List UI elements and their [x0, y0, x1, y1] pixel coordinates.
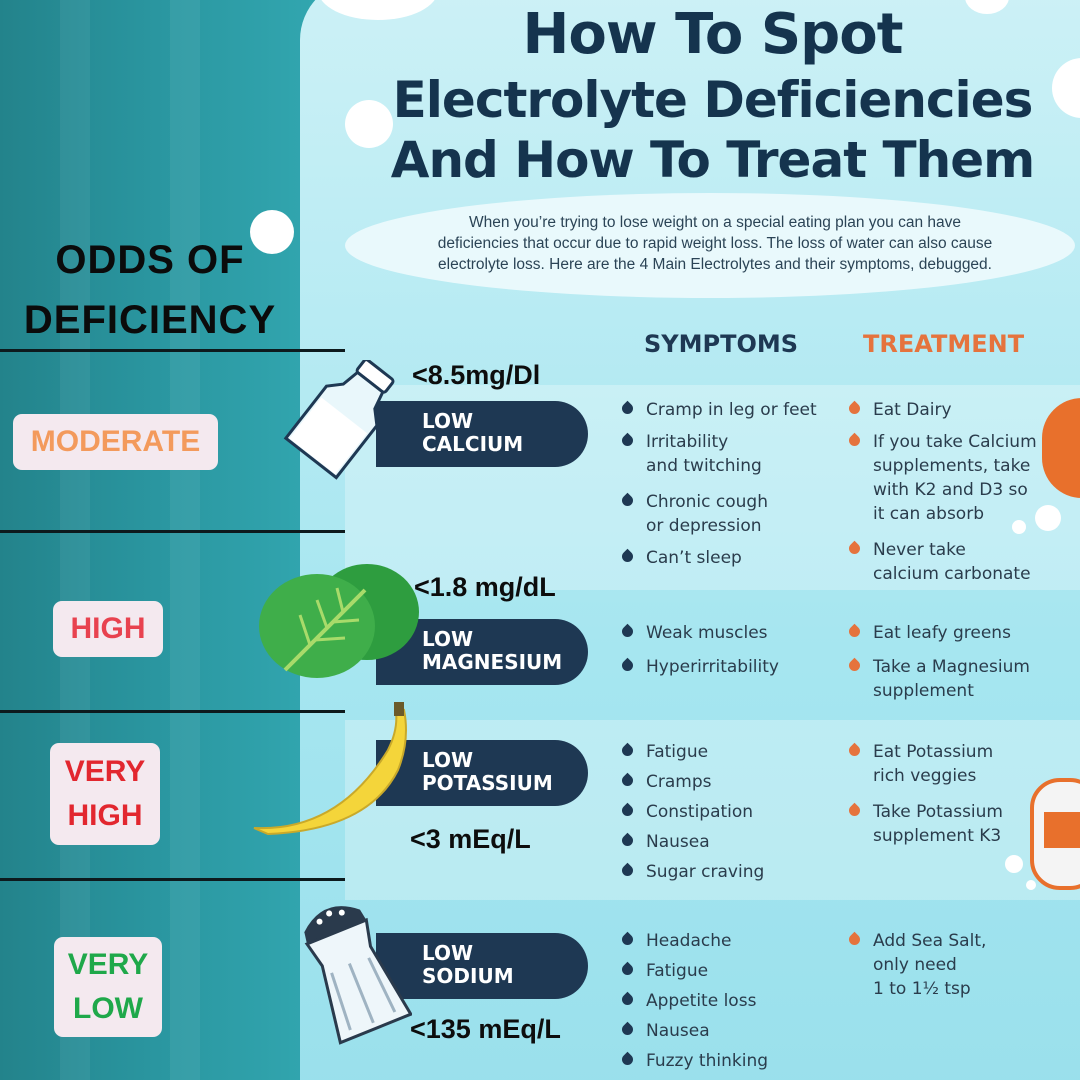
intro-line: deficiencies that occur due to rapid wei… — [437, 235, 993, 252]
odds-badge-text: LOW — [73, 992, 143, 1025]
level-sodium: <135 mEq/L — [410, 1014, 561, 1044]
odds-badge-text: HIGH — [67, 799, 143, 832]
divider-line — [0, 878, 345, 881]
treatment-item: Eat leafy greens — [845, 621, 1030, 645]
symptom-item: Sugar craving — [618, 860, 764, 884]
background-stripe — [170, 0, 200, 1080]
symptom-item: Hyperirritability — [618, 655, 779, 679]
odds-badge-magnesium: HIGH — [53, 601, 163, 657]
symptoms-list-magnesium: Weak muscles Hyperirritability — [618, 621, 779, 679]
odds-badge-calcium: MODERATE — [13, 414, 218, 470]
intro-line: When you’re trying to lose weight on a s… — [469, 214, 961, 231]
odds-badge-text: MODERATE — [30, 425, 201, 458]
pill-sodium: LOW SODIUM — [376, 933, 588, 999]
pill-low-label: LOW — [422, 941, 474, 965]
symptom-item: Nausea — [618, 830, 764, 854]
symptom-item: Nausea — [618, 1019, 768, 1043]
pill-electrolyte-name: SODIUM — [422, 964, 514, 988]
pill-potassium: LOW POTASSIUM — [376, 740, 588, 806]
supplement-bottle-icon — [1030, 778, 1080, 890]
pill-low-label: LOW — [422, 409, 474, 433]
treatment-item: Eat Dairy — [845, 398, 1037, 422]
divider-line — [0, 530, 345, 533]
divider-line — [0, 349, 345, 352]
symptom-item: Constipation — [618, 800, 764, 824]
divider-line — [0, 710, 345, 713]
page-title-line3: And How To Treat Them — [390, 131, 1035, 189]
banana-icon — [253, 702, 407, 836]
symptom-item: Weak muscles — [618, 621, 779, 645]
pill-electrolyte-name: CALCIUM — [422, 432, 524, 456]
odds-badge-potassium: VERY HIGH — [50, 743, 160, 845]
intro-background — [345, 193, 1075, 298]
leafy-greens-icon — [259, 564, 419, 678]
level-magnesium: <1.8 mg/dL — [414, 572, 556, 602]
odds-title-line1: ODDS OF — [55, 238, 245, 282]
intro-text: When you’re trying to lose weight on a s… — [380, 212, 1050, 275]
level-calcium: <8.5mg/Dl — [412, 360, 541, 390]
symptom-item: Fatigue — [618, 959, 768, 983]
odds-title-line2: DEFICIENCY — [23, 298, 277, 342]
symptom-item: Cramp in leg or feet — [618, 398, 817, 422]
salt-shaker-icon — [304, 906, 412, 1045]
pill-electrolyte-name: MAGNESIUM — [422, 650, 563, 674]
symptom-item: Can’t sleep — [618, 546, 817, 570]
pill-calcium: LOW CALCIUM — [376, 401, 588, 467]
symptom-item: Appetite loss — [618, 989, 768, 1013]
symptom-item: Headache — [618, 929, 768, 953]
background-stripe — [60, 0, 90, 1080]
bubble-decoration — [1026, 880, 1036, 890]
symptom-item: Fuzzy thinking — [618, 1049, 768, 1073]
odds-badge-text: VERY — [67, 948, 149, 981]
intro-line: electrolyte loss. Here are the 4 Main El… — [438, 256, 992, 273]
milk-bottle-icon — [283, 360, 395, 480]
pill-low-label: LOW — [422, 627, 474, 651]
odds-badge-text: VERY — [64, 755, 146, 788]
left-panel-background — [0, 0, 345, 1080]
symptoms-header: SYMPTOMS — [644, 330, 799, 358]
treatment-header: TREATMENT — [863, 330, 1025, 358]
page-title-line2: Electrolyte Deficiencies — [392, 71, 1034, 129]
bubble-decoration — [1005, 855, 1023, 873]
bubble-decoration — [1035, 505, 1061, 531]
odds-badge-text: HIGH — [70, 612, 146, 645]
bubble-decoration — [250, 210, 294, 254]
symptom-item: Fatigue — [618, 740, 764, 764]
pill-low-label: LOW — [422, 748, 474, 772]
page-title-line1: How To Spot — [522, 2, 904, 67]
odds-badge-sodium: VERY LOW — [54, 937, 162, 1037]
bubble-decoration — [318, 0, 438, 20]
pill-electrolyte-name: POTASSIUM — [422, 771, 553, 795]
symptoms-list-potassium: Fatigue Cramps Constipation Nausea Sugar… — [618, 740, 764, 884]
level-potassium: <3 mEq/L — [410, 824, 531, 854]
bubble-decoration — [345, 100, 393, 148]
symptoms-list-sodium: Headache Fatigue Appetite loss Nausea Fu… — [618, 929, 768, 1073]
symptom-item: Cramps — [618, 770, 764, 794]
bubble-decoration — [965, 0, 1009, 14]
